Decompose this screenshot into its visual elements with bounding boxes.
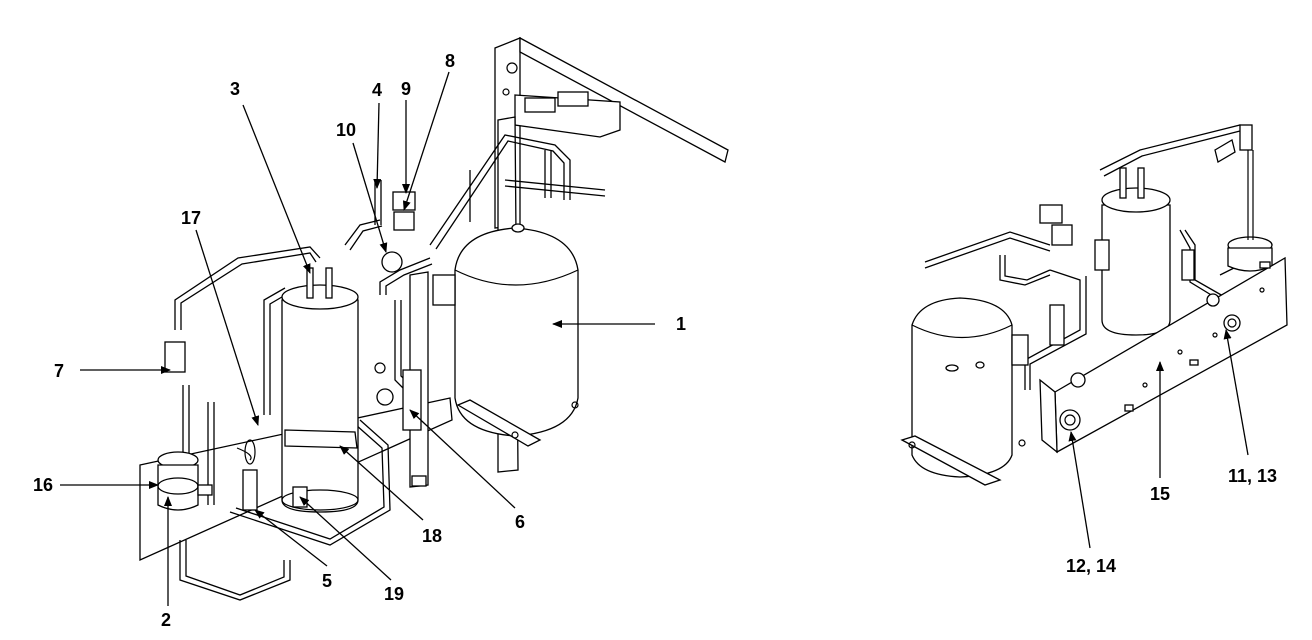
callout-16: 16 [33, 475, 53, 495]
leader-lines-right [1068, 329, 1249, 549]
right-isometric-view: 11, 13 12, 14 15 [900, 124, 1288, 576]
control-panel [1039, 256, 1288, 454]
leader-lines-left [60, 71, 655, 606]
callout-6: 6 [515, 512, 525, 532]
right-receiver [1227, 150, 1273, 272]
compressor [432, 223, 579, 447]
left-isometric-view: 1 2 3 4 5 6 7 8 9 10 16 17 18 19 [33, 36, 729, 630]
callout-15: 15 [1150, 484, 1170, 504]
filter-drier [236, 439, 308, 511]
callout-19: 19 [384, 584, 404, 604]
callout-9: 9 [401, 79, 411, 99]
callout-11-13: 11, 13 [1228, 466, 1277, 486]
right-compressor [900, 297, 1029, 486]
callout-1: 1 [676, 314, 686, 334]
right-valves [1039, 124, 1253, 346]
callout-5: 5 [322, 571, 332, 591]
callout-4: 4 [372, 80, 382, 100]
accumulator [281, 267, 359, 513]
callout-18: 18 [422, 526, 442, 546]
callout-10: 10 [336, 120, 356, 140]
receiver [157, 341, 213, 511]
callout-12-14: 12, 14 [1066, 556, 1116, 576]
callout-8: 8 [445, 51, 455, 71]
callout-17: 17 [181, 208, 201, 228]
callout-2: 2 [161, 610, 171, 630]
callout-3: 3 [230, 79, 240, 99]
right-accumulator [1101, 167, 1171, 336]
callout-7: 7 [54, 361, 64, 381]
